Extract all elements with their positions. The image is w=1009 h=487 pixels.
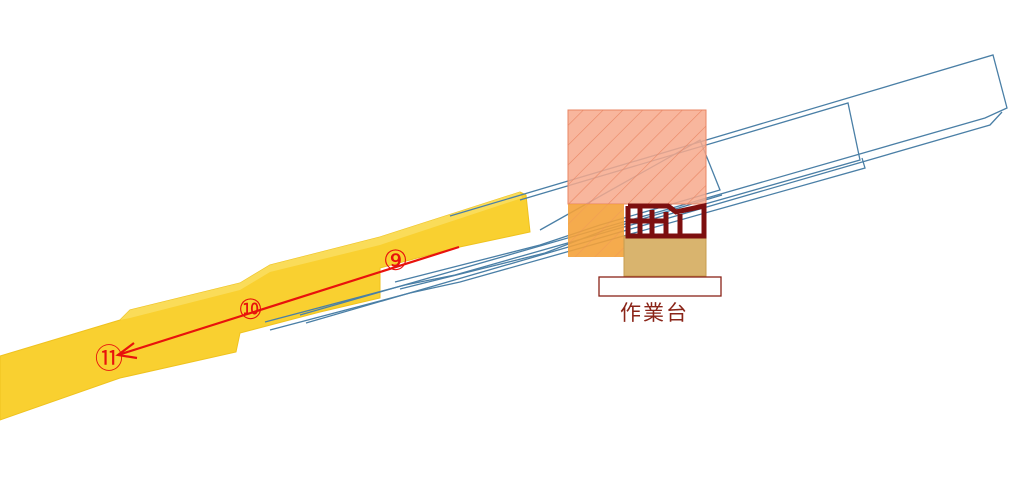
- step-label-11: ⑪: [95, 342, 123, 375]
- overlap-zone-hatch: [568, 204, 624, 257]
- hazard-zone-hatch: [567, 109, 707, 205]
- blueprint-outline-mid-inner: [269, 157, 866, 331]
- step-label-9: ⑨: [383, 244, 408, 277]
- arrow-shaft: [117, 245, 460, 357]
- lifted-member-body: [0, 191, 531, 421]
- lifted-member: [0, 191, 531, 421]
- clamp-jig: [625, 202, 707, 239]
- support-block: [623, 235, 707, 277]
- blueprint-outline-mid: [264, 102, 861, 323]
- platform-label: 作業台: [620, 301, 689, 325]
- step-label-10: ⑩: [238, 293, 263, 326]
- work-platform: [598, 276, 722, 297]
- movement-arrow: [115, 245, 460, 360]
- blueprint-outline-far: [299, 54, 1008, 316]
- arrow-head: [115, 342, 138, 360]
- lifted-member-highlight: [120, 192, 522, 320]
- blueprint-outline-far-inner: [305, 111, 1003, 324]
